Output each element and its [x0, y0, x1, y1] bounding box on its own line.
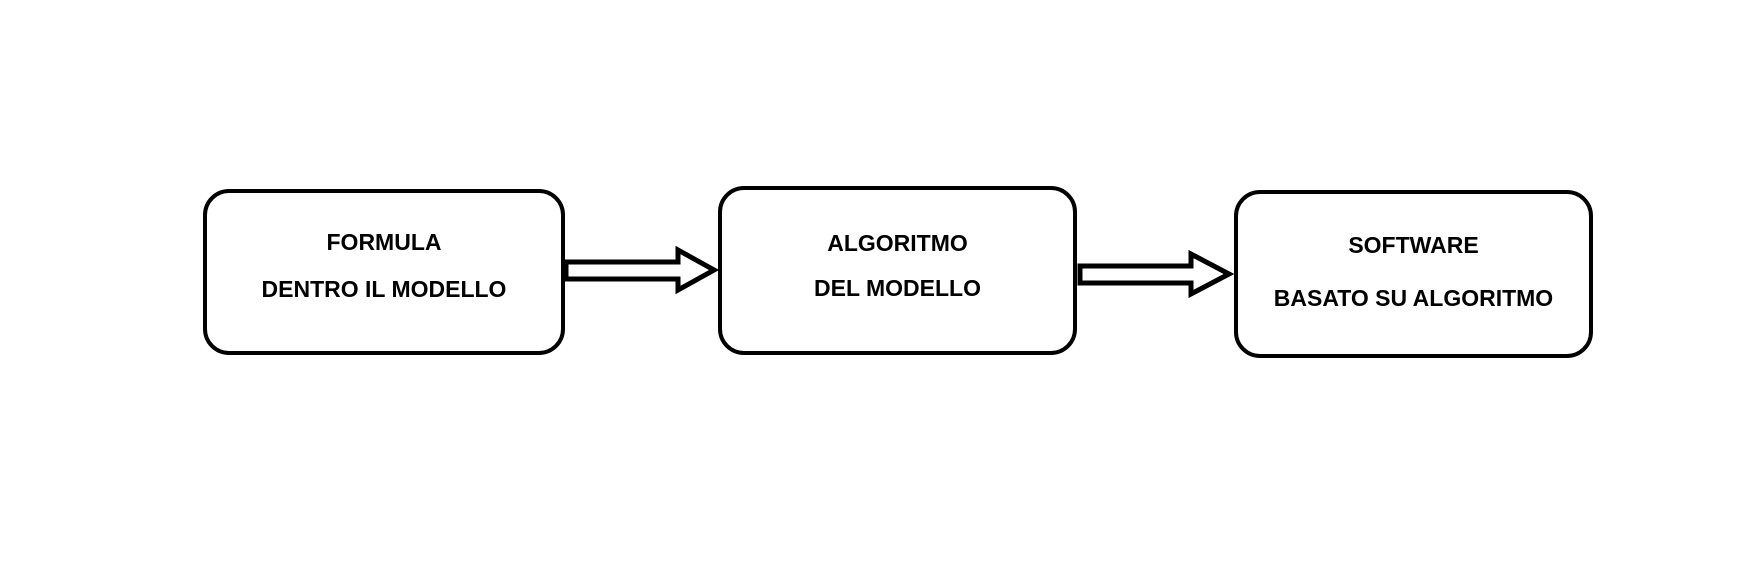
arrow-formula-to-algoritmo: [563, 245, 720, 295]
node-software: SOFTWARE BASATO SU ALGORITMO: [1234, 190, 1593, 358]
arrow-algoritmo-to-software: [1077, 249, 1235, 299]
node-algoritmo-line-1: ALGORITMO: [827, 230, 968, 256]
node-formula-line-2: DENTRO IL MODELLO: [261, 276, 507, 302]
node-formula: FORMULA DENTRO IL MODELLO: [203, 189, 565, 355]
node-algoritmo-line-2: DEL MODELLO: [814, 275, 981, 301]
node-algoritmo: ALGORITMO DEL MODELLO: [718, 186, 1077, 355]
node-formula-line-1: FORMULA: [326, 229, 442, 255]
node-software-line-2: BASATO SU ALGORITMO: [1273, 285, 1554, 311]
node-software-line-1: SOFTWARE: [1348, 232, 1479, 258]
